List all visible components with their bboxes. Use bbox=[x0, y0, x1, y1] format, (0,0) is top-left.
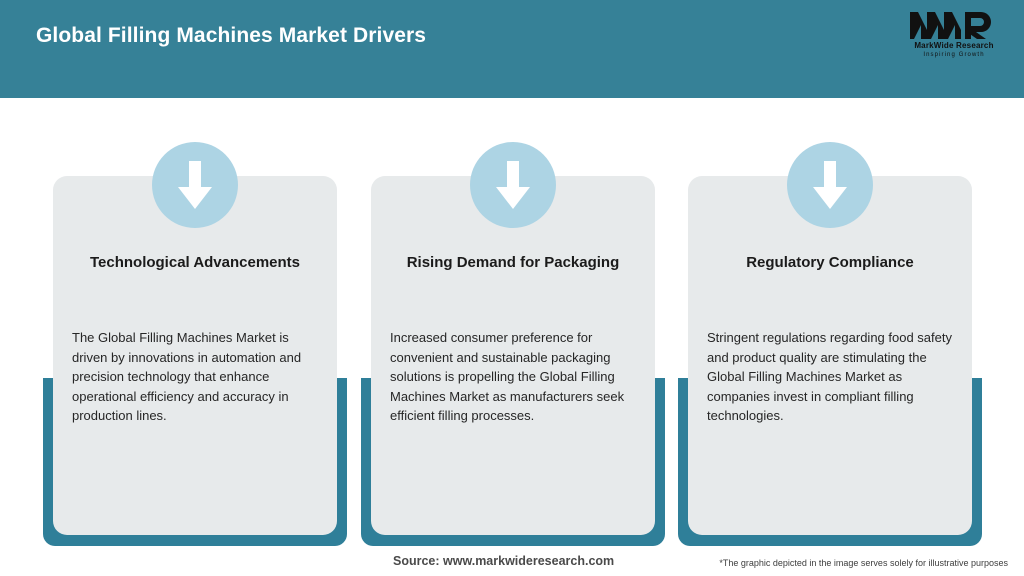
source-label: Source: www.markwideresearch.com bbox=[393, 554, 615, 568]
card-body-text: Increased consumer preference for conven… bbox=[390, 330, 625, 423]
card-title: Rising Demand for Packaging bbox=[406, 254, 620, 271]
card-body-text: The Global Filling Machines Market is dr… bbox=[72, 330, 302, 423]
driver-card-2[interactable]: Rising Demand for Packaging Increased co… bbox=[361, 142, 665, 546]
card-title: Technological Advancements bbox=[89, 254, 301, 271]
card-panel bbox=[53, 176, 337, 535]
logo-mwr-mark-icon bbox=[902, 8, 1006, 41]
page-title: Global Filling Machines Market Drivers bbox=[36, 24, 427, 47]
card-title: Regulatory Compliance bbox=[746, 254, 914, 271]
card-panel bbox=[371, 176, 655, 535]
logo-company-name: MarkWide Research bbox=[914, 41, 994, 50]
card-panel bbox=[688, 176, 972, 535]
header-bar bbox=[0, 0, 1024, 98]
logo: MarkWide Research Inspiring Growth bbox=[902, 8, 1006, 64]
arrow-down-icon bbox=[152, 142, 238, 228]
arrow-down-icon bbox=[787, 142, 873, 228]
card-body-text: Stringent regulations regarding food saf… bbox=[707, 330, 952, 423]
logo-tagline: Inspiring Growth bbox=[923, 52, 985, 58]
arrow-down-icon bbox=[470, 142, 556, 228]
disclaimer-note: *The graphic depicted in the image serve… bbox=[719, 558, 1008, 568]
driver-card-1[interactable]: Technological Advancements The Global Fi… bbox=[43, 142, 347, 546]
driver-card-3[interactable]: Regulatory Compliance Stringent regulati… bbox=[678, 142, 982, 546]
